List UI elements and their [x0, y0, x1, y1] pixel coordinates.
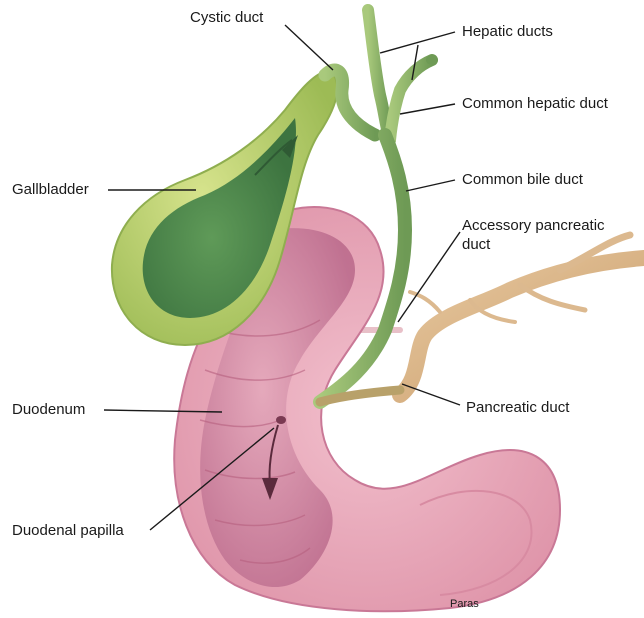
- accessory-pancreatic-duct-label-line1: Accessory pancreatic: [462, 217, 605, 235]
- cystic-duct-label: Cystic duct: [190, 9, 263, 27]
- duodenal-papilla-label: Duodenal papilla: [12, 522, 124, 540]
- common-bile-duct-label: Common bile duct: [462, 171, 583, 189]
- common-hepatic-duct-leader: [400, 104, 455, 114]
- common-bile-duct-leader: [406, 180, 455, 191]
- cystic-duct-leader: [285, 25, 333, 70]
- pancreatic-duct-label: Pancreatic duct: [466, 399, 569, 417]
- artist-signature: Paras: [450, 598, 479, 610]
- hepatic-ducts-label: Hepatic ducts: [462, 23, 553, 41]
- duodenum-label: Duodenum: [12, 401, 85, 419]
- common-hepatic-duct-label: Common hepatic duct: [462, 95, 608, 113]
- gallbladder-label: Gallbladder: [12, 181, 89, 199]
- accessory-pancreatic-duct-label-line2: duct: [462, 236, 490, 254]
